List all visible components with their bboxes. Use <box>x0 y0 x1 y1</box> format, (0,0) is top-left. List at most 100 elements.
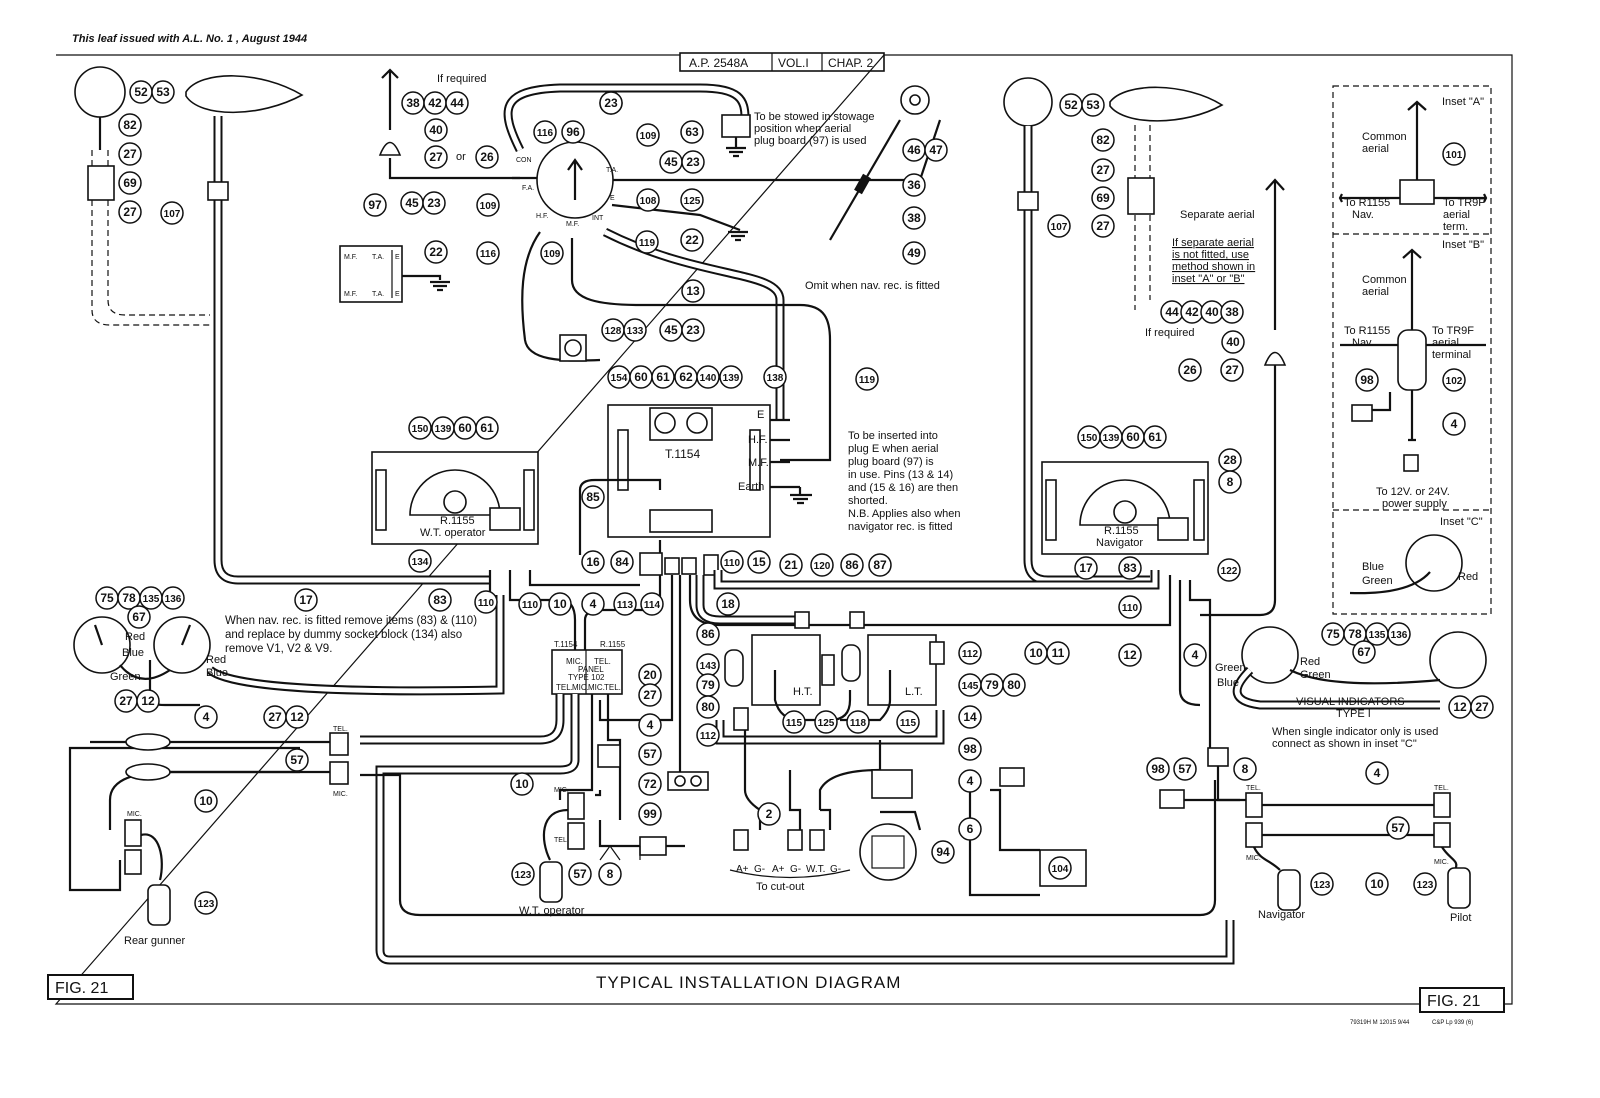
item-number: 60 <box>1126 430 1140 444</box>
wire-green-1: Green <box>110 671 141 683</box>
item-bubble <box>958 769 982 793</box>
ref-ap: A.P. 2548A <box>689 56 748 70</box>
item-number: 18 <box>721 597 735 611</box>
pb-e-2: E <box>395 291 400 298</box>
item-bubble <box>285 705 309 729</box>
item-bubble <box>599 91 623 115</box>
item-number: 57 <box>1391 821 1405 835</box>
item-bubble <box>1221 330 1245 354</box>
item-bubble <box>1355 368 1379 392</box>
item-number: 87 <box>873 558 887 572</box>
or-label: or <box>456 151 466 163</box>
item-number: 114 <box>644 600 661 611</box>
item-bubble <box>1118 643 1142 667</box>
footer-code-1: 79319H M 12015 9/44 <box>1350 1020 1410 1026</box>
item-number: 110 <box>724 558 741 569</box>
wire-red-2: Red <box>206 654 226 666</box>
item-number: 36 <box>907 178 921 192</box>
item-number: 61 <box>1148 430 1162 444</box>
item-number: 123 <box>1314 880 1331 891</box>
item-number: 40 <box>1226 335 1240 349</box>
item-bubble <box>194 705 218 729</box>
item-number: 16 <box>586 555 600 569</box>
tx-term-earth: Earth <box>738 481 764 493</box>
mic-panel-mic: MIC. <box>566 657 583 666</box>
item-number: 28 <box>1223 453 1237 467</box>
item-number: 80 <box>701 700 715 714</box>
item-number: 82 <box>1096 133 1110 147</box>
visual-indicators-label: VISUAL INDICATORS <box>1296 696 1405 708</box>
insert-note-4: in use. Pins (13 & 14) <box>848 469 953 481</box>
item-number: 44 <box>450 96 464 110</box>
item-bubble <box>424 145 448 169</box>
item-number: 143 <box>700 661 717 672</box>
item-number: 2 <box>766 807 773 821</box>
cut-g1: G- <box>754 864 765 875</box>
receiver-r1155-wt <box>371 451 539 545</box>
left-streamlined-aerial-housing <box>185 75 304 114</box>
fig-box-left: FIG. 21 <box>47 974 134 1000</box>
item-bubble <box>680 228 704 252</box>
item-bubble <box>763 365 787 389</box>
left-loop-aerial <box>74 66 490 585</box>
item-number: 118 <box>850 718 867 729</box>
item-bubble <box>568 862 592 886</box>
footer-code-2: C&P Lp 939 (6) <box>1432 1020 1473 1026</box>
item-number: 79 <box>701 678 715 692</box>
item-bubble <box>931 840 955 864</box>
item-number: 22 <box>429 245 443 259</box>
item-bubble <box>855 367 879 391</box>
item-number: 61 <box>480 421 494 435</box>
sw-con: CON <box>516 157 532 164</box>
item-number: 8 <box>1227 475 1234 489</box>
item-bubble <box>1413 872 1437 896</box>
item-number-bubbles: 5253822769271073842444027264523972211623… <box>95 80 1494 915</box>
jack-mic-3: MIC. <box>554 787 569 794</box>
item-number: 4 <box>590 597 597 611</box>
item-bubble <box>681 318 705 342</box>
item-number: 17 <box>299 593 313 607</box>
tx-term-hf: H.F. <box>748 434 768 446</box>
item-bubble <box>680 188 704 212</box>
inset-a-right-1: To TR9F <box>1443 197 1485 209</box>
item-bubble <box>610 550 634 574</box>
item-number: 98 <box>963 742 977 756</box>
transmitter-t1154 <box>607 404 812 538</box>
item-bubble <box>1047 214 1071 238</box>
jack-mic-4: MIC. <box>1246 855 1261 862</box>
item-number: 60 <box>634 370 648 384</box>
nav-rec-note-1: When nav. rec. is fitted remove items (8… <box>225 615 477 627</box>
item-number: 14 <box>963 710 977 724</box>
item-number: 109 <box>480 201 497 212</box>
item-number: 69 <box>123 176 137 190</box>
item-number: 45 <box>664 155 678 169</box>
item-bubble <box>475 416 499 440</box>
item-bubble <box>161 586 185 610</box>
to-cutout-label: To cut-out <box>756 881 804 893</box>
item-number: 27 <box>643 688 657 702</box>
item-number: 27 <box>123 205 137 219</box>
item-number: 82 <box>123 118 137 132</box>
inset-c-green: Green <box>1362 575 1393 587</box>
item-bubble <box>638 683 662 707</box>
pilot-label: Pilot <box>1450 912 1471 924</box>
lt-unit <box>867 634 937 706</box>
type1-label: TYPE I <box>1336 708 1371 720</box>
cut-a1: A+ <box>736 864 749 875</box>
item-number: 128 <box>605 326 622 337</box>
item-number: 61 <box>656 370 670 384</box>
item-number: 45 <box>664 323 678 337</box>
item-number: 6 <box>967 822 974 836</box>
pb-mf-1: M.F. <box>344 254 357 261</box>
item-number: 27 <box>1096 219 1110 233</box>
item-bubble <box>160 201 184 225</box>
stow-note-3: plug board (97) is used <box>754 135 867 147</box>
item-number: 53 <box>1086 98 1100 112</box>
inset-a-right-3: term. <box>1443 221 1468 233</box>
item-number: 23 <box>686 155 700 169</box>
junction-84 <box>639 552 663 576</box>
item-bubble <box>1220 300 1244 324</box>
mic-panel-mic2: MIC. <box>572 683 589 692</box>
item-number: 101 <box>1446 150 1463 161</box>
pb-mf-2: M.F. <box>344 291 357 298</box>
